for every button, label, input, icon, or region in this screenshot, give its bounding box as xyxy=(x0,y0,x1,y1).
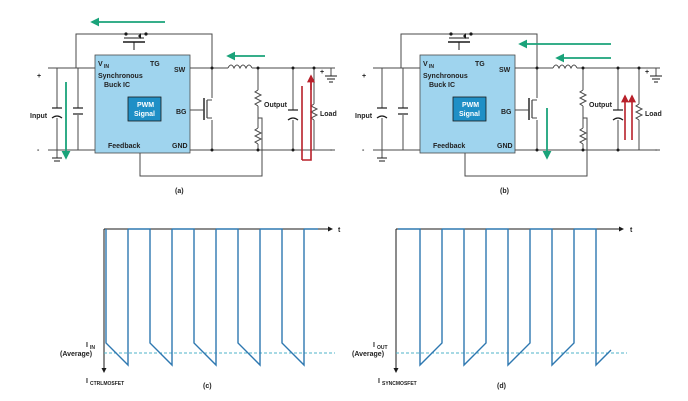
output-minus: - xyxy=(330,147,333,154)
average-label-d: (Average) xyxy=(352,351,384,358)
input-label-b: Input xyxy=(355,113,373,120)
ic-name-line2: Buck IC xyxy=(104,82,130,89)
output-minus-b: - xyxy=(655,147,658,154)
feedback-pin-label: Feedback xyxy=(108,143,140,150)
t-label-d: t xyxy=(630,227,633,234)
vin-label: V xyxy=(98,61,103,68)
waveform-panel-c: t I IN (Average) I CTRLMOSFET (c) xyxy=(60,226,341,390)
output-plus-b: + xyxy=(645,69,649,76)
tg-pin-label: TG xyxy=(150,61,160,68)
vin-subscript: IN xyxy=(104,64,109,70)
output-label: Output xyxy=(264,102,288,109)
bg-pin-label: BG xyxy=(176,109,187,116)
pwm-label: PWM xyxy=(137,102,154,109)
buck-schematic-a xyxy=(47,31,338,177)
signal-label-b: Signal xyxy=(459,111,480,118)
circuit-panel-a: V IN Synchronous Buck IC TG SW BG PWM Si… xyxy=(30,17,338,195)
isync-subscript: SYNCMOSFET xyxy=(382,381,417,387)
t-label-c: t xyxy=(338,227,341,234)
ictrl-label: I xyxy=(86,378,88,385)
sw-pin-label-b: SW xyxy=(499,67,511,74)
caption-d: (d) xyxy=(497,383,506,390)
load-label: Load xyxy=(320,111,337,118)
ictrl-subscript: CTRLMOSFET xyxy=(90,381,124,387)
vin-label-b: V xyxy=(423,61,428,68)
isync-label: I xyxy=(378,378,380,385)
circuit-panel-b: V IN Synchronous Buck IC TG SW BG PWM Si… xyxy=(355,31,663,195)
load-current-loop xyxy=(301,80,312,161)
gnd-pin-label: GND xyxy=(172,143,188,150)
input-label: Input xyxy=(30,113,48,120)
ic-name-line2-b: Buck IC xyxy=(429,82,455,89)
iout-label: I xyxy=(373,342,375,349)
iin-subscript: IN xyxy=(90,345,95,351)
ctrl-mosfet-current-wave xyxy=(105,228,318,367)
input-plus-b: + xyxy=(362,73,366,80)
average-label-c: (Average) xyxy=(60,351,92,358)
input-plus: + xyxy=(37,73,41,80)
waveform-panel-d: t I OUT (Average) I SYNCMOSFET (d) xyxy=(352,226,633,390)
ic-name-line1: Synchronous xyxy=(98,73,143,80)
caption-c: (c) xyxy=(203,383,212,390)
iin-label: I xyxy=(86,342,88,349)
gnd-pin-label-b: GND xyxy=(497,143,513,150)
feedback-pin-label-b: Feedback xyxy=(433,143,465,150)
load-label-b: Load xyxy=(645,111,662,118)
buck-schematic-b xyxy=(372,31,663,177)
pwm-label-b: PWM xyxy=(462,102,479,109)
tg-pin-label-b: TG xyxy=(475,61,485,68)
output-plus: + xyxy=(320,69,324,76)
iout-subscript: OUT xyxy=(377,345,388,351)
caption-b: (b) xyxy=(500,188,509,195)
sw-pin-label: SW xyxy=(174,67,186,74)
signal-label: Signal xyxy=(134,111,155,118)
input-minus: - xyxy=(37,147,40,154)
vin-subscript-b: IN xyxy=(429,64,434,70)
caption-a: (a) xyxy=(175,188,184,195)
input-minus-b: - xyxy=(362,147,365,154)
output-label-b: Output xyxy=(589,102,613,109)
bg-pin-label-b: BG xyxy=(501,109,512,116)
sync-mosfet-current-wave xyxy=(398,228,612,367)
ic-name-line1-b: Synchronous xyxy=(423,73,468,80)
